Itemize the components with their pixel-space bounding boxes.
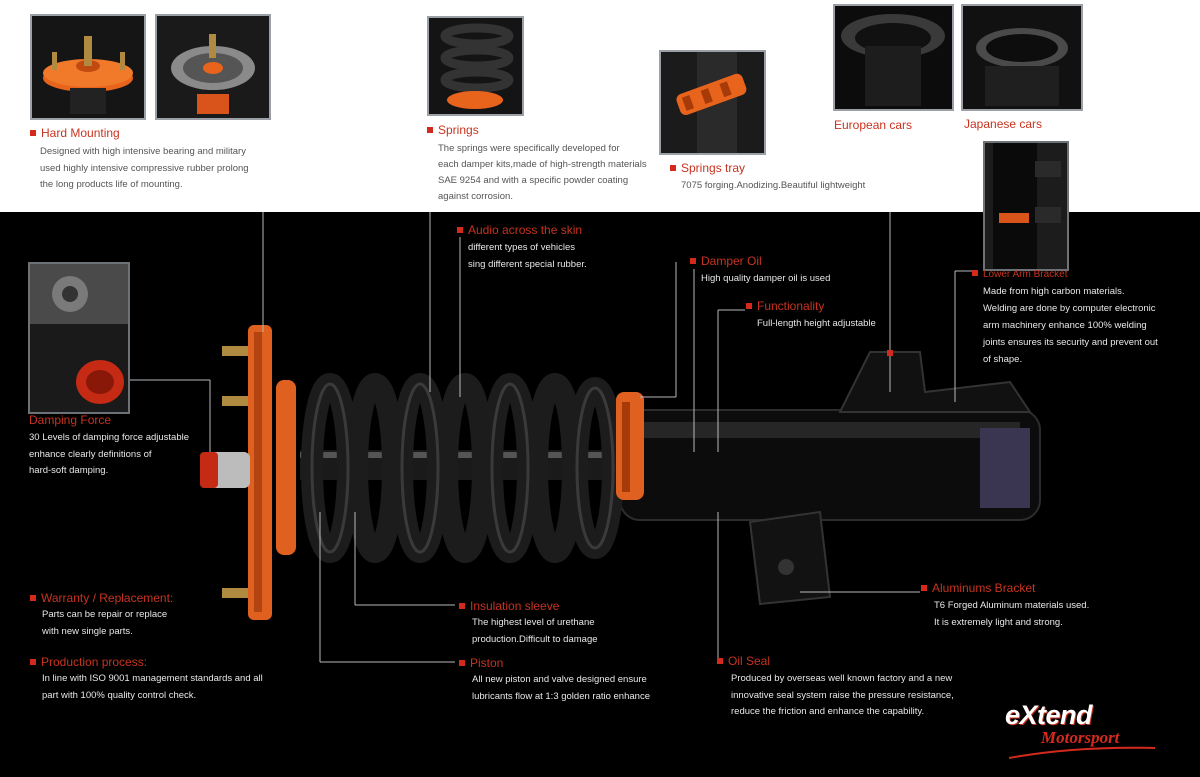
- production-desc: In line with ISO 9001 management standar…: [42, 673, 263, 701]
- damper-oil-desc: High quality damper oil is used: [701, 273, 831, 284]
- lower-arm-title: Lower Arm Bracket: [972, 268, 1067, 281]
- bottom-black-panel: Audio across the skin different types of…: [0, 141, 1200, 777]
- leader-lines: [130, 212, 975, 663]
- aluminum-bracket-shape: [748, 510, 832, 606]
- logo-brand: eXtend: [1005, 700, 1093, 730]
- aluminum-bracket-title: Aluminums Bracket: [921, 582, 1035, 595]
- hard-mounting-title: Hard Mounting: [30, 127, 120, 140]
- european-cars-photo: [833, 4, 954, 111]
- functionality-desc: Full-length height adjustable: [757, 318, 876, 329]
- springs-desc: The springs were specifically developed …: [438, 143, 647, 202]
- audio-skin-desc: different types of vehicles sing differe…: [468, 242, 587, 270]
- springs-tray-photo: [659, 50, 766, 155]
- warranty-title: Warranty / Replacement:: [30, 592, 173, 605]
- oil-seal-title: Oil Seal: [717, 655, 770, 668]
- springs-tray-title: Springs tray: [670, 162, 745, 175]
- bracket-shape: [838, 351, 1032, 413]
- insulation-desc: The highest level of urethane production…: [472, 617, 598, 645]
- damping-force-desc: 30 Levels of damping force adjustable en…: [29, 432, 190, 476]
- hard-mounting-desc: Designed with high intensive bearing and…: [40, 146, 249, 190]
- lower-arm-desc: Made from high carbon materials. Welding…: [983, 286, 1158, 365]
- audio-skin-title: Audio across the skin: [457, 224, 582, 237]
- warranty-desc: Parts can be repair or replace with new …: [42, 609, 168, 637]
- springs-photo: [427, 16, 524, 116]
- logo-sub: Motorsport: [1041, 728, 1120, 747]
- top-white-panel: Hard Mounting Designed with high intensi…: [0, 0, 1200, 212]
- european-cars-title: European cars: [834, 118, 913, 132]
- piston-title: Piston: [459, 657, 503, 670]
- japanese-cars-photo: [961, 4, 1083, 111]
- oil-seal-desc: Produced by overseas well known factory …: [731, 673, 954, 717]
- logo-swoosh: [1008, 746, 1156, 759]
- functionality-title: Functionality: [746, 300, 824, 313]
- damper-oil-title: Damper Oil: [690, 255, 762, 268]
- aluminum-bracket-desc: T6 Forged Aluminum materials used. It is…: [934, 600, 1090, 628]
- coilover-illustration: [130, 212, 1041, 663]
- lower-arm-bracket-photo: [983, 141, 1069, 271]
- production-title: Production process:: [30, 656, 147, 669]
- damping-force-photo: [28, 262, 130, 414]
- springs-tray-desc: 7075 forging.Anodizing.Beautiful lightwe…: [681, 180, 866, 191]
- japanese-cars-title: Japanese cars: [964, 117, 1043, 131]
- hard-mount-photo-2: [155, 14, 271, 120]
- insulation-title: Insulation sleeve: [459, 600, 559, 613]
- piston-desc: All new piston and valve designed ensure…: [472, 674, 650, 702]
- extend-motorsport-logo: eXtend Motorsport: [1005, 700, 1165, 762]
- springs-title: Springs: [427, 124, 479, 137]
- damping-force-title: Damping Force: [29, 413, 112, 427]
- hard-mount-photo-1: [30, 14, 146, 120]
